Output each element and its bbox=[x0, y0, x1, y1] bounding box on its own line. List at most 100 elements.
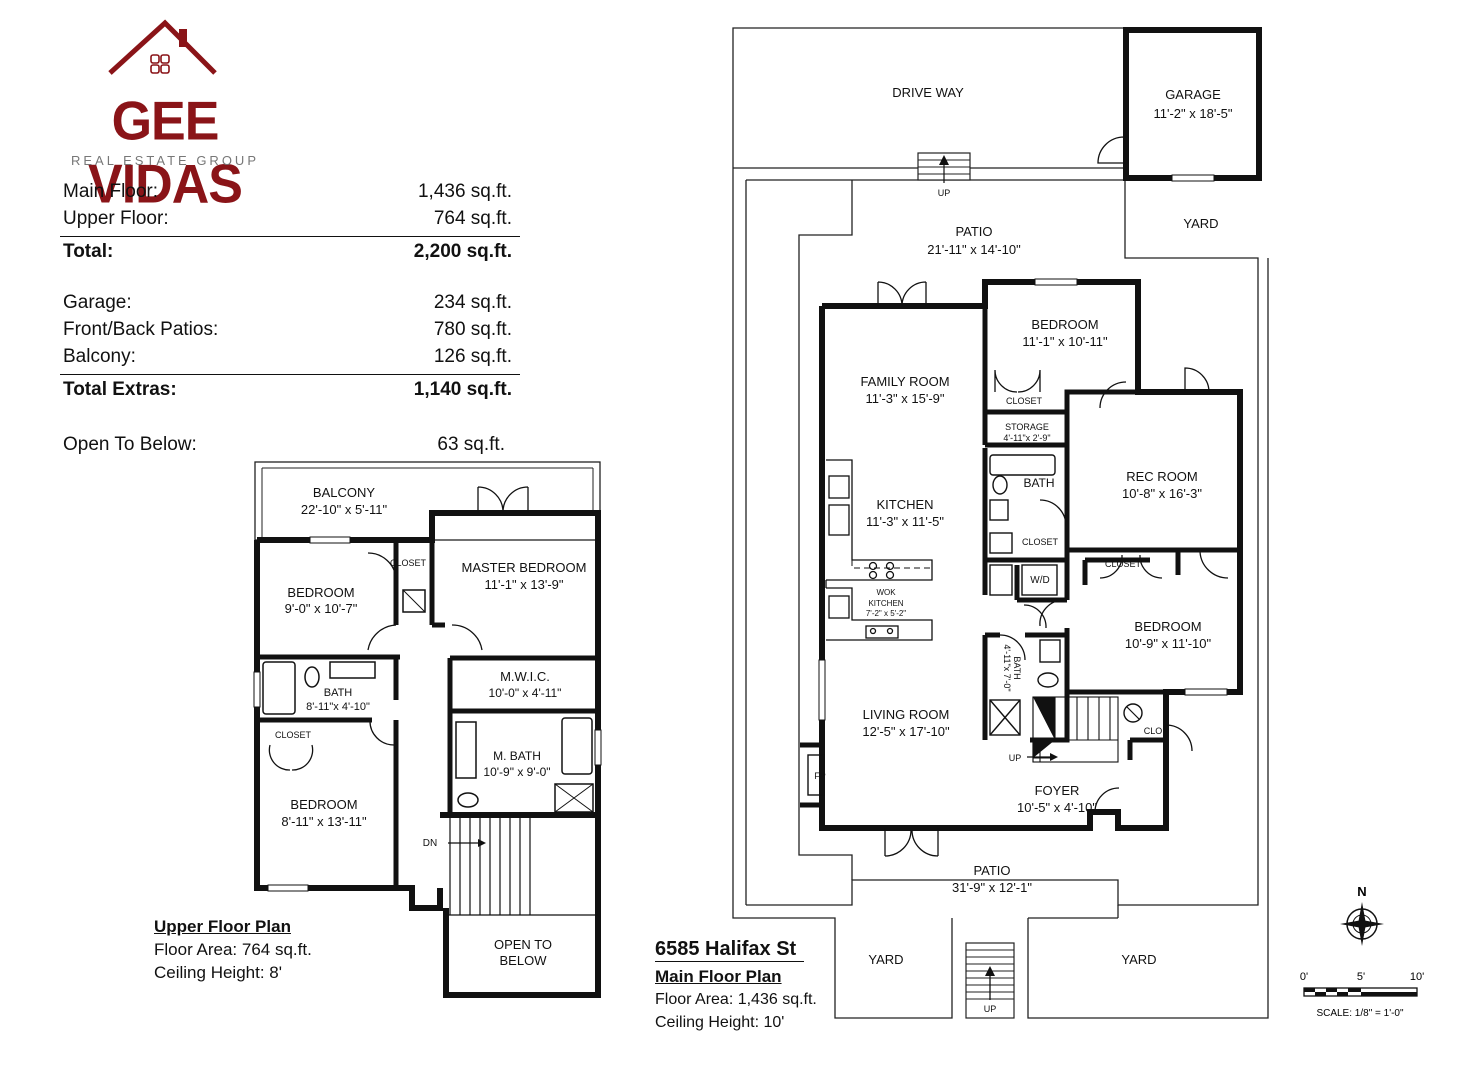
room-name: BEDROOM bbox=[1134, 619, 1201, 634]
room-dim: 11'-3" x 15'-9" bbox=[866, 391, 945, 406]
room-dim: 10'-9" x 9'-0" bbox=[483, 765, 550, 779]
caption-title: Main Floor Plan bbox=[655, 967, 782, 986]
area-value: 764 sq.ft. bbox=[433, 208, 512, 229]
room-dim: 4'-11"x 2'-9" bbox=[1003, 433, 1050, 443]
room-name: DRIVE WAY bbox=[892, 85, 964, 100]
scale-text: SCALE: 1/8" = 1'-0" bbox=[1316, 1008, 1404, 1019]
room-name: CLOSET bbox=[1006, 396, 1043, 406]
area-value: 2,200 sq.ft. bbox=[413, 241, 512, 262]
logo: GEE VIDAS REAL ESTATE GROUP bbox=[55, 15, 275, 215]
area-label: Balcony: bbox=[63, 346, 136, 367]
main-floor-plan: DRIVE WAY GARAGE 11'-2" x 18'-5" UP PATI… bbox=[732, 27, 1269, 1019]
area-value: 1,436 sq.ft. bbox=[417, 181, 512, 202]
area-label: Front/Back Patios: bbox=[63, 319, 219, 340]
room-dim: 10'-8" x 16'-3" bbox=[1122, 486, 1202, 501]
area-value: 1,140 sq.ft. bbox=[413, 379, 512, 400]
room-name: GARAGE bbox=[1165, 87, 1221, 102]
room-dim: 31'-9" x 12'-1" bbox=[952, 880, 1032, 895]
room-dim: 21'-11" x 14'-10" bbox=[927, 242, 1021, 257]
room-name: BATH bbox=[1012, 656, 1022, 679]
main-floor-caption: 6585 Halifax St Main Floor Plan Floor Ar… bbox=[655, 938, 835, 1034]
room-dim: 11'-1" x 13'-9" bbox=[485, 577, 564, 592]
room-dim: 11'-3" x 11'-5" bbox=[866, 514, 944, 529]
scale-bar: 0' 5' 10' SCALE: 1/8" = 1'-0" bbox=[1300, 971, 1424, 1019]
room-dim: 10'-9" x 11'-10" bbox=[1125, 636, 1212, 651]
area-row-main-floor: Main Floor: 1,436 sq.ft. bbox=[60, 178, 520, 205]
property-address: 6585 Halifax St bbox=[655, 938, 805, 962]
room-name: CLOSET bbox=[390, 558, 427, 568]
room-name: M. BATH bbox=[493, 749, 541, 763]
scale-tick-label: 5' bbox=[1357, 971, 1365, 983]
room-dim: 22'-10" x 5'-11" bbox=[301, 502, 388, 517]
area-row-balcony: Balcony: 126 sq.ft. bbox=[60, 343, 520, 370]
stair-label: UP bbox=[938, 188, 951, 198]
compass-north: N bbox=[1357, 884, 1366, 899]
room-name: BEDROOM bbox=[1031, 317, 1098, 332]
area-value: 780 sq.ft. bbox=[433, 319, 512, 340]
room-name: YARD bbox=[1121, 952, 1156, 967]
room-name: OPEN TO bbox=[494, 937, 552, 952]
room-name: BALCONY bbox=[313, 485, 375, 500]
area-label: Main Floor: bbox=[63, 181, 159, 202]
room-name: KITCHEN bbox=[876, 497, 933, 512]
area-row-total-extras: Total Extras: 1,140 sq.ft. bbox=[60, 374, 520, 405]
room-name: BATH bbox=[1023, 476, 1054, 490]
room-name: BEDROOM bbox=[290, 797, 357, 812]
room-dim: 8'-11"x 4'-10" bbox=[306, 701, 370, 713]
room-name: CLO bbox=[1144, 726, 1163, 736]
room-dim: 7'-2" x 5'-2" bbox=[866, 609, 906, 618]
caption-ceiling: Ceiling Height: 10' bbox=[655, 1014, 785, 1031]
room-name: PATIO bbox=[955, 224, 992, 239]
room-name: BATH bbox=[324, 687, 353, 699]
logo-brand: GEE VIDAS bbox=[88, 91, 243, 215]
room-dim: 11'-1" x 10'-11" bbox=[1022, 334, 1108, 349]
logo-subtitle: REAL ESTATE GROUP bbox=[70, 153, 259, 168]
upper-floor-plan: BALCONY 22'-10" x 5'-11" BEDROOM 9'-0" x… bbox=[253, 461, 602, 998]
room-name: BELOW bbox=[500, 953, 548, 968]
room-name: CLOSET bbox=[275, 730, 312, 740]
stair-label: UP bbox=[1009, 753, 1022, 763]
room-name: KITCHEN bbox=[868, 599, 903, 608]
area-row-upper-floor: Upper Floor: 764 sq.ft. bbox=[60, 205, 520, 232]
room-name: YARD bbox=[868, 952, 903, 967]
room-name: FOYER bbox=[1035, 783, 1080, 798]
caption-area: Floor Area: 1,436 sq.ft. bbox=[655, 991, 817, 1008]
room-name: STORAGE bbox=[1005, 422, 1049, 432]
room-name: FAMILY ROOM bbox=[860, 374, 949, 389]
room-name: BEDROOM bbox=[287, 585, 354, 600]
room-name: YARD bbox=[1183, 216, 1218, 231]
room-dim: 11'-2" x 18'-5" bbox=[1154, 106, 1233, 121]
area-value: 234 sq.ft. bbox=[433, 292, 512, 313]
caption-area: Floor Area: 764 sq.ft. bbox=[154, 940, 312, 959]
compass-icon: N bbox=[1340, 884, 1384, 946]
room-name: FP bbox=[814, 771, 826, 781]
room-dim: 4'-11"x 7'-0" bbox=[1002, 644, 1012, 691]
area-label: Total Extras: bbox=[63, 379, 177, 400]
area-summary: Main Floor: 1,436 sq.ft. Upper Floor: 76… bbox=[60, 178, 520, 458]
room-name: MASTER BEDROOM bbox=[462, 560, 587, 575]
scale-tick-label: 0' bbox=[1300, 971, 1308, 983]
room-dim: 10'-5" x 4'-10" bbox=[1017, 800, 1097, 815]
stair-label: UP bbox=[984, 1004, 997, 1014]
area-label: Upper Floor: bbox=[63, 208, 169, 229]
area-label: Total: bbox=[63, 241, 114, 262]
room-name: PATIO bbox=[973, 863, 1010, 878]
area-label: Open To Below: bbox=[63, 434, 197, 455]
house-roof-icon bbox=[108, 19, 217, 75]
caption-ceiling: Ceiling Height: 8' bbox=[154, 963, 282, 982]
area-row-open-to-below: Open To Below: 63 sq.ft. bbox=[60, 431, 520, 458]
area-label: Garage: bbox=[63, 292, 132, 313]
area-row-garage: Garage: 234 sq.ft. bbox=[60, 289, 520, 316]
caption-title: Upper Floor Plan bbox=[154, 917, 291, 936]
area-value: 63 sq.ft. bbox=[437, 434, 505, 455]
room-dim: 10'-0" x 4'-11" bbox=[489, 686, 562, 700]
area-value: 126 sq.ft. bbox=[433, 346, 512, 367]
room-name: REC ROOM bbox=[1126, 469, 1198, 484]
room-dim: 12'-5" x 17'-10" bbox=[862, 724, 950, 739]
area-row-patios: Front/Back Patios: 780 sq.ft. bbox=[60, 316, 520, 343]
room-name: CLOSET bbox=[1105, 559, 1142, 569]
room-name: LIVING ROOM bbox=[863, 707, 950, 722]
room-dim: 9'-0" x 10'-7" bbox=[285, 601, 358, 616]
room-name: W/D bbox=[1030, 575, 1049, 586]
